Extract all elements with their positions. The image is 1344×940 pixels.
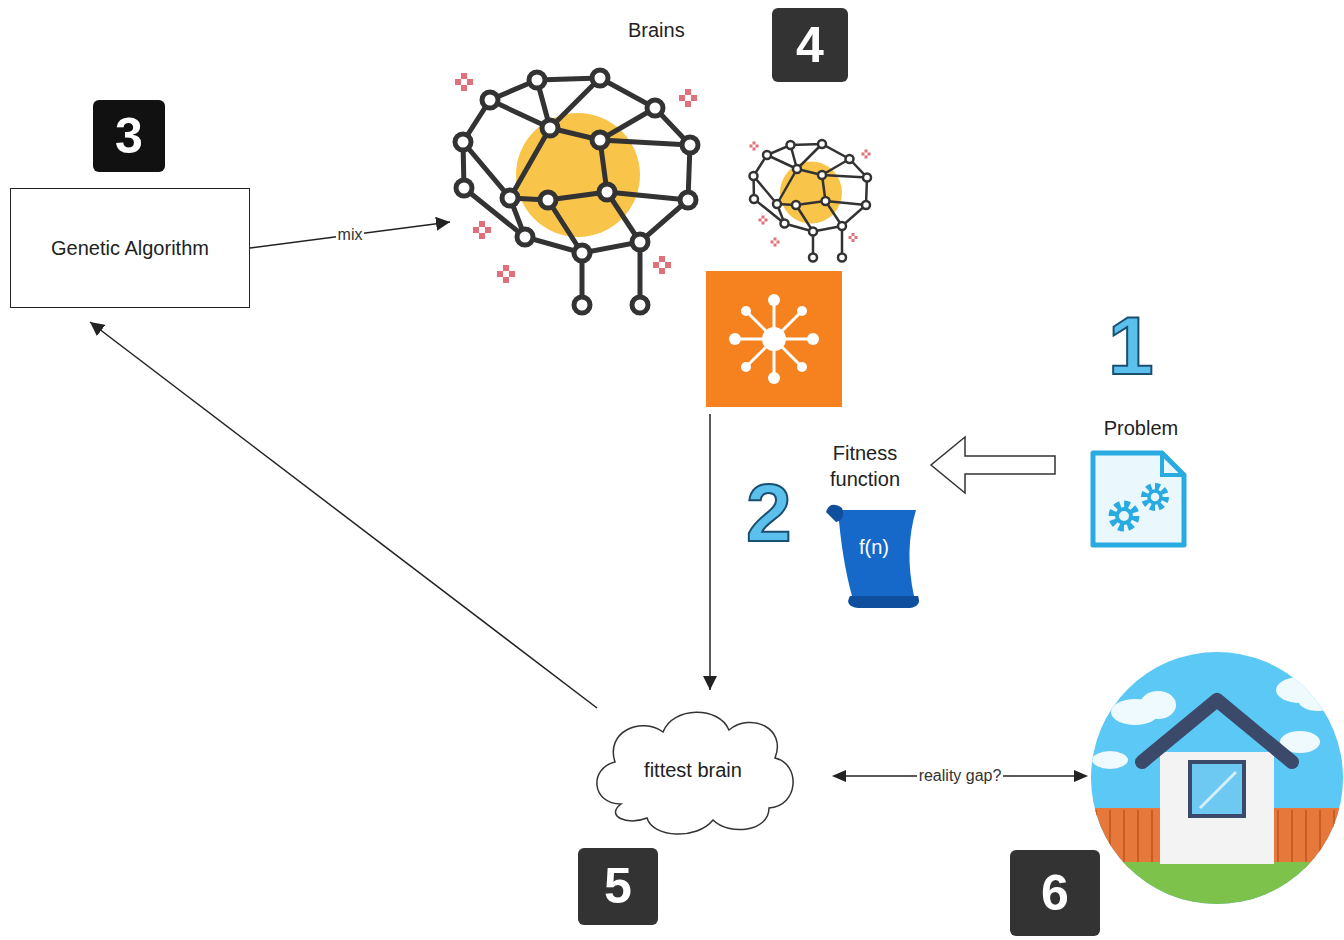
- fence-picket: [1305, 810, 1307, 862]
- edge-label: reality gap?: [917, 767, 1004, 785]
- node-label: Problem: [1055, 415, 1227, 441]
- fence-picket: [1137, 810, 1139, 862]
- callout-number: 6: [1010, 850, 1100, 936]
- node-label: Genetic Algorithm: [51, 235, 209, 261]
- network-icon: [729, 333, 741, 345]
- house-picture: [1190, 762, 1244, 816]
- house-picture: [1088, 650, 1344, 922]
- network-icon: [741, 306, 751, 316]
- house-picture: [1142, 700, 1292, 762]
- network-icon: [797, 362, 807, 372]
- problem-icon: [1113, 505, 1135, 527]
- cloud-node: fittest brain: [583, 700, 803, 840]
- small-brain-icon: [750, 140, 872, 262]
- house-picture: [1200, 772, 1236, 808]
- house-picture: [1298, 689, 1338, 711]
- small-brain-icon: [750, 140, 872, 262]
- node-label: Fitness function: [805, 440, 925, 492]
- brain-icon: [455, 70, 698, 313]
- fence-picket: [1291, 810, 1293, 862]
- edge-label: mix: [336, 226, 365, 244]
- callout-number: 1: [1108, 305, 1154, 387]
- network-icon: [706, 271, 842, 407]
- callout-number: 3: [93, 100, 165, 172]
- callout-number: 4: [772, 8, 848, 82]
- fence-picket: [1277, 810, 1279, 862]
- network-icon: [741, 362, 751, 372]
- fence-picket: [1319, 810, 1321, 862]
- problem-icon: [1145, 487, 1165, 507]
- reality-gap-arrow: [1074, 770, 1088, 782]
- house-picture: [1088, 862, 1344, 922]
- scroll-icon: [826, 505, 843, 522]
- reality-gap-arrow: [832, 770, 846, 782]
- network-icon: [807, 333, 819, 345]
- scroll-icon: [848, 596, 919, 608]
- scroll-icon: [838, 510, 916, 596]
- arrow-connector: [90, 322, 597, 708]
- process-box: Genetic Algorithm: [10, 188, 250, 308]
- problem-icon: [1093, 453, 1184, 545]
- problem-icon: [1117, 509, 1131, 523]
- cloud-shape: [597, 712, 793, 834]
- callout-number: 5: [578, 848, 658, 925]
- network-icon: [706, 271, 842, 407]
- problem-icon: [1149, 491, 1161, 503]
- node-label: fittest brain: [644, 757, 742, 783]
- problem-icon: [1162, 453, 1184, 475]
- house-picture: [1160, 752, 1274, 864]
- fence-picket: [1123, 810, 1125, 862]
- node-label: Brains: [628, 17, 685, 43]
- network-icon: [762, 327, 786, 351]
- brain-icon: [455, 70, 698, 313]
- network-icon: [735, 300, 813, 378]
- problem-icon: [1093, 453, 1184, 545]
- network-icon: [768, 372, 780, 384]
- house-picture: [1092, 751, 1128, 769]
- hollow-arrow: [931, 437, 1055, 493]
- fence-picket: [1333, 810, 1335, 862]
- network-icon: [729, 294, 819, 384]
- problem-icon-group: Problem: [1055, 415, 1227, 550]
- arrow-connector: [709, 414, 711, 690]
- formula-text: f(n): [859, 534, 889, 560]
- callout-number: 2: [746, 472, 792, 554]
- fence-picket: [1109, 810, 1111, 862]
- fence-picket: [1151, 810, 1153, 862]
- arrow-connector: [250, 222, 450, 248]
- network-icon: [797, 306, 807, 316]
- fitness-function-group: Fitness function f(n): [805, 440, 931, 610]
- scroll-icon: [826, 505, 919, 608]
- network-icon: [768, 294, 780, 306]
- house-picture: [1140, 691, 1176, 719]
